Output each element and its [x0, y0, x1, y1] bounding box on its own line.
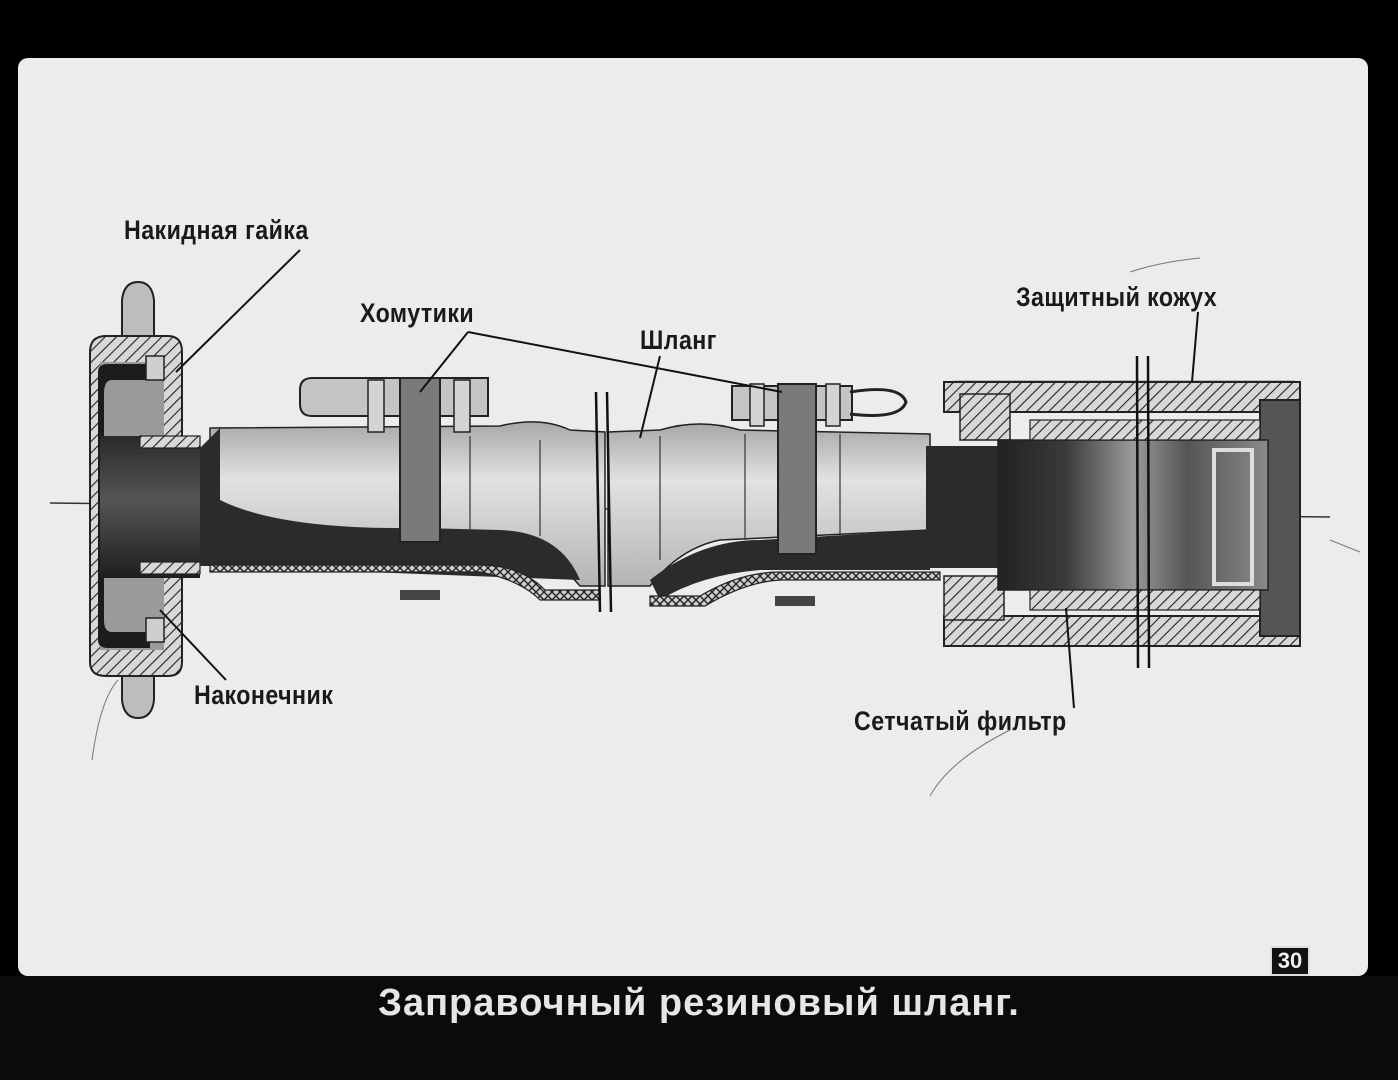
caption-band [0, 976, 1398, 1080]
label-protective-cover: Защитный кожух [1016, 282, 1218, 312]
film-scratches [91, 257, 1361, 797]
hose-right [607, 423, 941, 607]
label-hose: Шланг [640, 325, 717, 355]
clamp-right [731, 383, 908, 606]
break-lines [594, 391, 613, 613]
protective-cover [926, 355, 1301, 669]
label-hose-tip: Наконечник [194, 680, 334, 710]
clamp-left [299, 377, 489, 600]
slide-caption: Заправочный резиновый шланг. [378, 982, 1020, 1024]
hose-tip [100, 435, 201, 578]
label-mesh-filter: Сетчатый фильтр [854, 706, 1067, 736]
leader-lines [159, 249, 1199, 709]
slide-number: 30 [1270, 946, 1310, 976]
label-clamps: Хомутики [360, 298, 475, 328]
label-union-nut: Накидная гайка [124, 215, 309, 245]
